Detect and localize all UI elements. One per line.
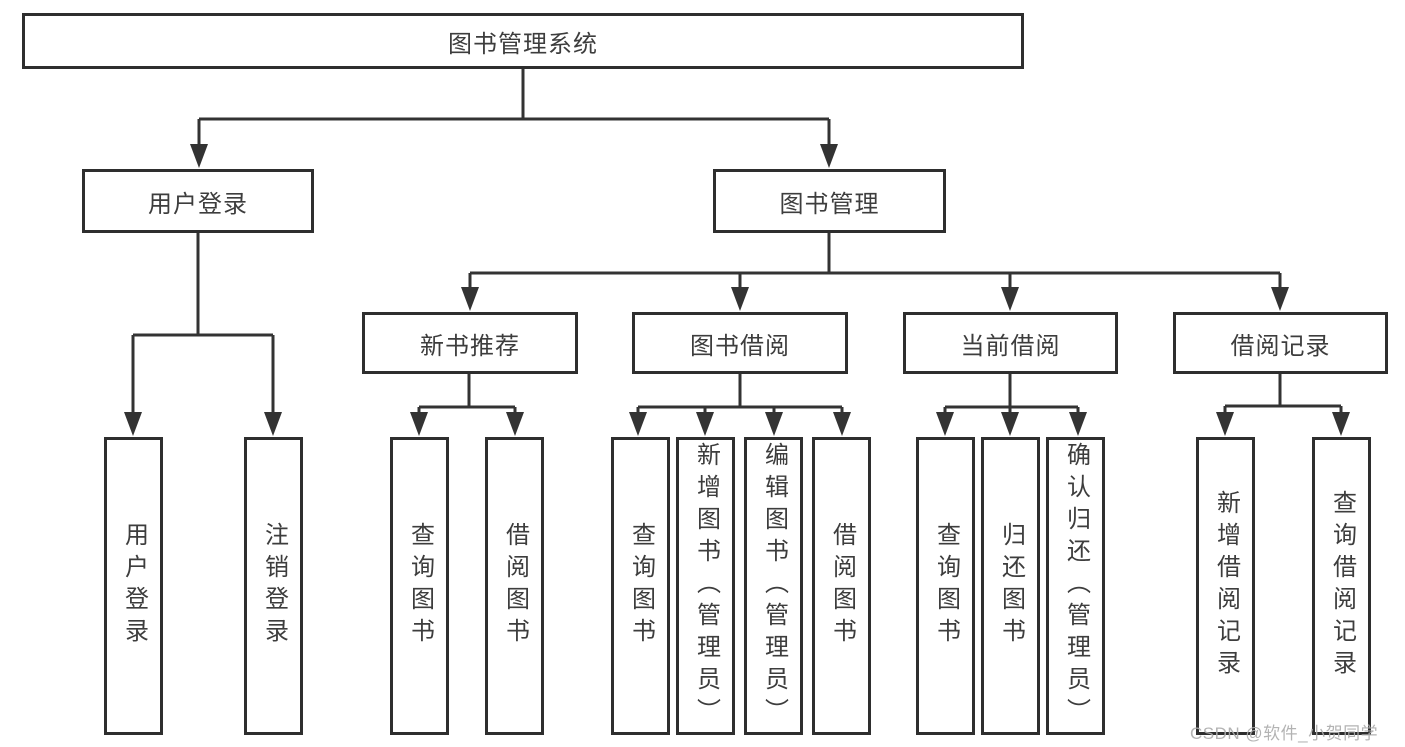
connector-book-management-to-level3 [461, 233, 1289, 311]
leaf-label: 确认归还（管理员） [1062, 442, 1090, 730]
leaf-logout: 注销登录 [244, 437, 303, 735]
leaf-label: 编辑图书（管理员） [760, 442, 788, 730]
leaf-borrow-edit-books-admin: 编辑图书（管理员） [744, 437, 803, 735]
leaf-label: 查询图书 [932, 522, 960, 650]
leaf-label: 归还图书 [997, 522, 1025, 650]
node-label: 借阅记录 [1230, 332, 1331, 360]
leaf-user-login: 用户登录 [104, 437, 163, 735]
leaf-label: 查询借阅记录 [1328, 490, 1356, 682]
leaf-label: 注销登录 [260, 522, 288, 650]
leaf-borrow-query-books: 查询图书 [611, 437, 670, 735]
leaf-label: 新增借阅记录 [1212, 490, 1240, 682]
node-user-login: 用户登录 [82, 169, 314, 233]
connector-book-borrow-children [629, 373, 851, 436]
leaf-current-return-books: 归还图书 [981, 437, 1040, 735]
leaf-label: 查询图书 [406, 522, 434, 650]
connector-root-to-level2 [190, 69, 838, 168]
leaf-borrow-add-books-admin: 新增图书（管理员） [676, 437, 735, 735]
csdn-watermark: CSDN @软件_小贺同学 [1190, 724, 1379, 743]
node-label: 新书推荐 [420, 332, 520, 360]
leaf-current-confirm-return-admin: 确认归还（管理员） [1046, 437, 1105, 735]
node-new-book-recommend: 新书推荐 [362, 312, 578, 374]
node-label: 图书借阅 [690, 332, 790, 360]
leaf-label: 借阅图书 [828, 522, 856, 650]
node-current-borrow: 当前借阅 [903, 312, 1118, 374]
leaf-records-add-borrow-record: 新增借阅记录 [1196, 437, 1255, 735]
leaf-borrow-borrow-books: 借阅图书 [812, 437, 871, 735]
node-label: 图书管理系统 [448, 30, 598, 58]
node-borrow-records: 借阅记录 [1173, 312, 1388, 374]
node-label: 用户登录 [148, 190, 248, 218]
node-library-system: 图书管理系统 [22, 13, 1024, 69]
leaf-label: 用户登录 [120, 522, 148, 650]
leaf-current-query-books: 查询图书 [916, 437, 975, 735]
leaf-recommend-query-books: 查询图书 [390, 437, 449, 735]
leaf-recommend-borrow-books: 借阅图书 [485, 437, 544, 735]
connector-current-borrow-children [936, 373, 1087, 436]
leaf-label: 借阅图书 [501, 522, 529, 650]
connector-borrow-records-children [1216, 373, 1350, 436]
connector-new-book-recommend-children [410, 373, 524, 436]
leaf-label: 新增图书（管理员） [692, 442, 720, 730]
node-label: 当前借阅 [960, 332, 1061, 360]
leaf-label: 查询图书 [627, 522, 655, 650]
leaf-records-query-borrow-record: 查询借阅记录 [1312, 437, 1371, 735]
node-book-management: 图书管理 [713, 169, 946, 233]
connector-user-login-children [124, 233, 282, 436]
node-book-borrow: 图书借阅 [632, 312, 848, 374]
node-label: 图书管理 [779, 190, 880, 218]
